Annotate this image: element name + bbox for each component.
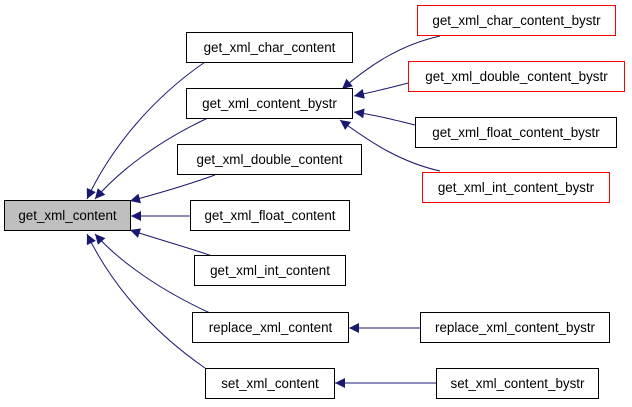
edge-replace-xml-content (94, 233, 211, 314)
edge-set-xml-content (86, 233, 206, 369)
node-replace-xml-content-bystr[interactable]: replace_xml_content_bystr (420, 312, 610, 343)
edge-get-xml-char-content (86, 61, 206, 200)
node-set-xml-content[interactable]: set_xml_content (205, 368, 335, 399)
node-get-xml-double-content-bystr[interactable]: get_xml_double_content_bystr (408, 61, 625, 92)
node-get-xml-float-content[interactable]: get_xml_float_content (190, 200, 350, 231)
edge-get-xml-int-content-bystr (339, 119, 441, 172)
node-set-xml-content-bystr[interactable]: set_xml_content_bystr (436, 368, 599, 399)
node-get-xml-int-content[interactable]: get_xml_int_content (194, 255, 346, 286)
node-get-xml-float-content-bystr[interactable]: get_xml_float_content_bystr (415, 117, 617, 148)
node-replace-xml-content[interactable]: replace_xml_content (192, 312, 349, 343)
node-get-xml-char-content[interactable]: get_xml_char_content (186, 32, 353, 63)
edge-get-xml-float-content-bystr (353, 108, 416, 126)
node-get-xml-char-content-bystr[interactable]: get_xml_char_content_bystr (417, 5, 616, 36)
node-get-xml-double-content[interactable]: get_xml_double_content (177, 144, 362, 175)
edge-get-xml-double-content (129, 174, 216, 204)
node-get-xml-int-content-bystr[interactable]: get_xml_int_content_bystr (422, 172, 610, 203)
edge-get-xml-char-content-bystr (341, 35, 441, 90)
node-get-xml-content-bystr[interactable]: get_xml_content_bystr (186, 88, 353, 119)
node-get-xml-content: get_xml_content (4, 200, 131, 231)
edge-get-xml-int-content (129, 228, 216, 258)
edge-get-xml-content-bystr (94, 116, 211, 200)
edge-get-xml-double-content-bystr (353, 82, 409, 99)
